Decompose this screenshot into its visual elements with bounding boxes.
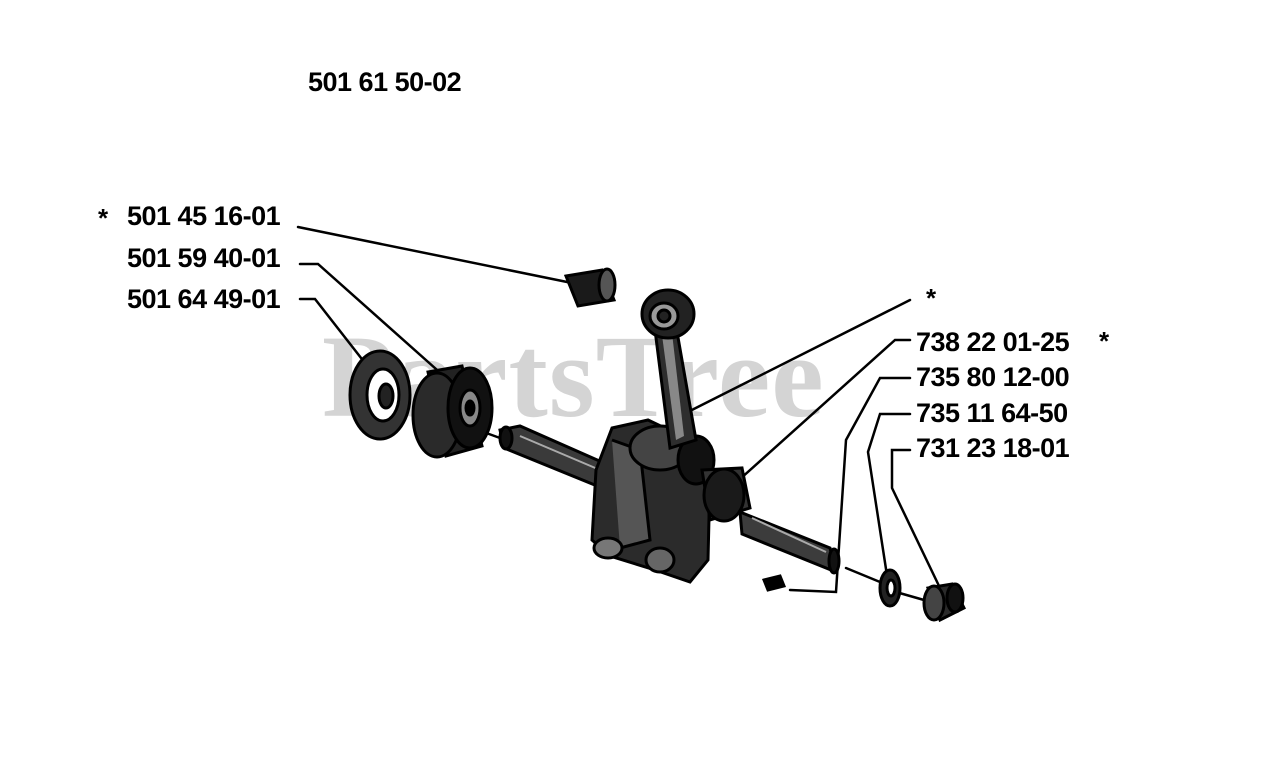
part-number-501-59-40-01: 501 59 40-01 — [127, 243, 281, 273]
leader-line-connecting-rod — [670, 298, 912, 422]
washer-part — [878, 568, 902, 608]
crank-web-assembly — [590, 418, 752, 584]
leader-line-731-23-18-01 — [890, 448, 942, 590]
leader-line-501-64-49-01 — [298, 297, 374, 374]
ball-bearing-part — [411, 364, 494, 459]
asterisk-connecting-rod: * — [926, 283, 937, 313]
leader-line-501-59-40-01 — [298, 262, 447, 379]
assembly-number: 501 61 50-02 — [308, 67, 462, 97]
leader-line-735-80-12-00 — [788, 376, 912, 594]
part-number-501-64-49-01: 501 64 49-01 — [127, 284, 281, 314]
leader-line-501-45-16-01 — [296, 225, 574, 285]
needle-bearing-part — [563, 267, 617, 308]
asterisk-501-45-16-01: * — [98, 203, 109, 233]
leader-line-735-11-64-50 — [866, 412, 912, 584]
connecting-rod-part — [640, 288, 698, 450]
leader-line-738-22-01-25 — [728, 338, 912, 490]
seal-ring-part — [348, 349, 412, 441]
asterisk-738-22-01-25: * — [1099, 326, 1110, 356]
assembly-guide-right — [844, 566, 882, 584]
crankshaft-journal-right — [738, 509, 841, 592]
part-number-738-22-01-25: 738 22 01-25 — [916, 327, 1070, 357]
nut-part — [922, 582, 967, 623]
part-number-735-11-64-50: 735 11 64-50 — [916, 398, 1068, 428]
part-number-731-23-18-01: 731 23 18-01 — [916, 433, 1070, 463]
part-number-735-80-12-00: 735 80 12-00 — [916, 362, 1070, 392]
part-number-501-45-16-01: 501 45 16-01 — [127, 201, 281, 231]
